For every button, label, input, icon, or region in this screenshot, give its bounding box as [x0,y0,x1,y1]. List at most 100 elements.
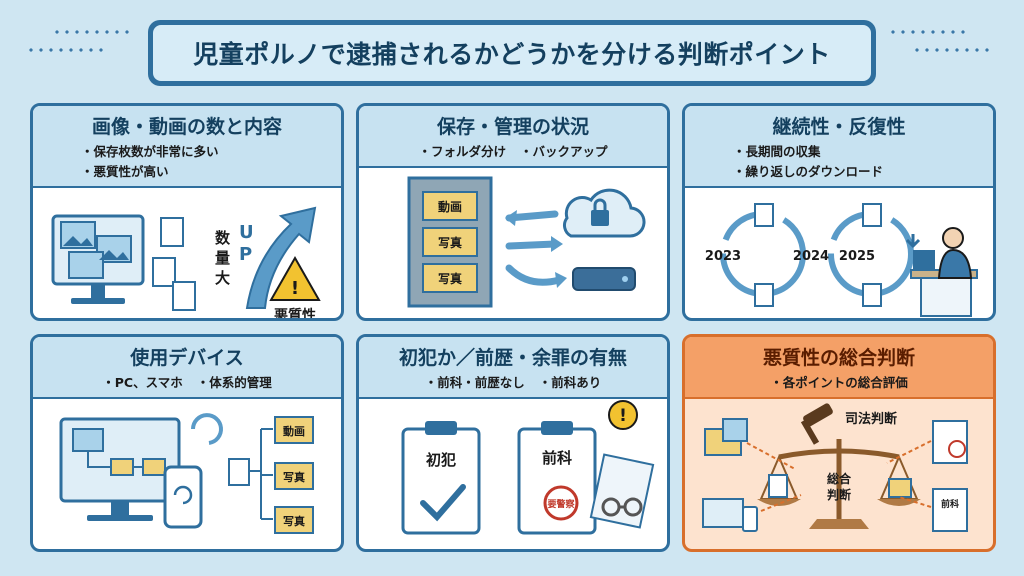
page-title: 児童ポルノで逮捕されるかどうかを分ける判断ポイント [153,25,871,81]
panel-first-offense-record: 初犯か／前歴・余罪の有無 ・前科・前歴なし ・前科あり 初犯 前科 要警察 ! [356,334,670,552]
document-icon [754,283,774,307]
panel-header: 保存・管理の状況 ・フォルダ分け ・バックアップ [359,106,667,168]
stamp-icon [948,440,966,458]
bullet-item: ・体系的管理 [196,375,272,390]
panel-title: 保存・管理の状況 [436,116,589,138]
gavel-icon [803,403,833,427]
warning-icon [269,255,321,301]
label-ryo: 量 [215,249,230,267]
image-icon [68,251,104,279]
folder-icon [888,478,912,498]
document-icon [754,203,774,227]
decor-dots-right-top [888,30,968,34]
bullet-item: ・保存枚数が非常に多い [81,144,219,159]
label-sogo: 総合 [827,471,852,486]
panel-illustration: 数 量 大 U P ! 悪質性 [33,188,341,321]
bullet-item: ・PC、スマホ [102,375,183,390]
monitor-images-illustration: 数 量 大 U P ! 悪質性 [51,206,321,321]
document-icon [152,257,176,287]
label-shashin: 写真 [438,235,462,250]
panel-title: 初犯か／前歴・余罪の有無 [398,347,627,369]
year-label: 2023 [705,249,741,264]
decor-dots-left-bottom [26,48,106,52]
label-p: P [239,244,252,265]
panel-title: 継続性・反復性 [772,116,906,138]
document-icon [768,474,788,498]
panel-header: 悪質性の総合判断 ・各ポイントの総合評価 [685,337,993,399]
panel-bullets: ・各ポイントの総合評価 [685,370,993,397]
bullet-item: ・繰り返しのダウンロード [733,164,884,179]
bullet-item: ・バックアップ [520,144,608,159]
stamp-icon [543,485,579,521]
panel-illustration: 2023 2024 2025 [685,188,993,318]
label-zenka: 前科 [542,449,572,467]
smartphone-icon [163,465,203,529]
label-shashin: 写真 [283,514,305,528]
document-icon [160,217,184,247]
label-shohan: 初犯 [426,451,456,469]
image-icon [72,428,104,452]
panel-overall-judgment: 悪質性の総合判断 ・各ポイントの総合評価 司法判断 総合 判断 [682,334,996,552]
svg-text:!: ! [291,278,299,299]
label-exclaim: ! [619,406,627,426]
pc-monitor-icon [702,498,744,528]
arrow-icon [555,272,567,288]
document-icon [228,458,250,486]
folder-icon [274,506,314,534]
panel-devices: 使用デバイス ・PC、スマホ ・体系的管理 動画 写真 写真 [30,334,344,552]
folder-icon [274,416,314,444]
label-u: U [239,222,254,243]
label-dai: 大 [215,269,230,287]
document-icon [172,281,196,311]
cycle-years-illustration: 2023 2024 2025 [705,203,978,317]
folder-icon [110,458,134,476]
devices-folders-illustration: 動画 写真 写真 [59,413,314,534]
panel-header: 継続性・反復性 ・長期間の収集 ・繰り返しのダウンロード [685,106,993,188]
label-shashin: 写真 [283,470,305,484]
bullet-item: ・前科あり [538,375,602,390]
smartphone-icon [742,506,758,532]
download-arrow-icon [905,234,921,249]
label-akushitsu: 悪質性 [274,307,316,321]
label-shiho: 司法判断 [845,411,897,427]
year-label: 2025 [839,249,875,264]
scales-icon [778,448,900,460]
arrow-icon [551,236,563,252]
label-douga: 動画 [283,424,305,438]
laptop-icon [913,250,935,270]
bullet-item: ・前科・前歴なし [424,375,525,390]
panel-continuity-repetition: 継続性・反復性 ・長期間の収集 ・繰り返しのダウンロード 2023 2024 2… [682,103,996,321]
label-zenka: 前科 [941,498,959,510]
panel-bullets: ・PC、スマホ ・体系的管理 [33,370,341,397]
label-douga: 動画 [438,199,462,214]
document-icon [862,203,882,227]
title-banner: 児童ポルノで逮捕されるかどうかを分ける判断ポイント [148,20,876,86]
panel-bullets: ・フォルダ分け ・バックアップ [359,139,667,166]
sync-icon [173,485,193,505]
bullet-item: ・各ポイントの総合評価 [770,375,908,390]
folder-icon [142,458,166,476]
panel-illustration: 司法判断 総合 判断 前科 [685,399,993,549]
scales-judgment-illustration: 司法判断 総合 判断 前科 [702,403,968,532]
panel-bullets: ・長期間の収集 ・繰り返しのダウンロード [685,139,993,186]
scale-base-icon [809,519,869,529]
folder-icon [274,462,314,490]
panel-bullets: ・保存枚数が非常に多い ・悪質性が高い [33,139,341,186]
label-stamp: 要警察 [547,498,575,510]
clipboard-icon [401,427,481,535]
label-handan: 判断 [827,487,851,502]
cabinet-cloud-illustration: 動画 写真 写真 [407,176,646,308]
document-icon [862,283,882,307]
arrow-icon [505,210,517,226]
panel-storage-management: 保存・管理の状況 ・フォルダ分け ・バックアップ 動画 写真 写真 [356,103,670,321]
label-shashin: 写真 [438,271,462,286]
panel-header: 初犯か／前歴・余罪の有無 ・前科・前歴なし ・前科あり [359,337,667,399]
checkmark-icon [420,484,466,522]
clipboards-illustration: 初犯 前科 要警察 ! [401,400,655,535]
bullet-item: ・フォルダ分け [418,144,506,159]
panel-illustration: 初犯 前科 要警察 ! [359,399,667,549]
exclamation-icon [608,400,638,430]
up-arrow-icon [245,206,317,309]
panel-title: 使用デバイス [130,347,244,369]
lock-icon [591,210,609,226]
